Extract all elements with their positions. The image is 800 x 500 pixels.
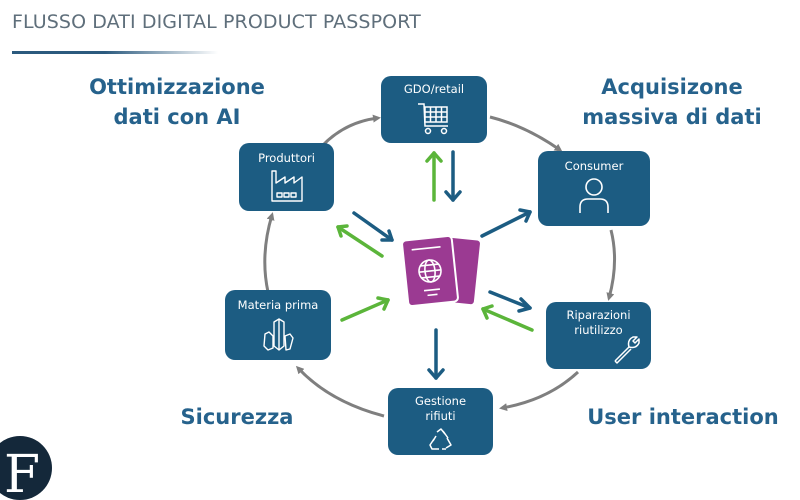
title-underline [12, 51, 218, 54]
logo-icon: F [0, 436, 52, 500]
arrow-in-materia [340, 296, 390, 322]
node-consumer: Consumer [538, 151, 650, 226]
cycle-arrow-riparazioni-to-gestione [499, 370, 580, 412]
cycle-arrow-materia-to-produttori [263, 212, 275, 293]
label-optimization-ai: Ottimizzazione dati con AI [72, 72, 282, 132]
cycle-arrow-produttori-to-gdo [320, 114, 381, 148]
arrow-out-riparazioni [488, 290, 532, 313]
label-mass-acquisition: Acquisizone massiva di dati [562, 72, 782, 132]
arrow-out-consumer [480, 208, 532, 238]
node-label: Riparazioni [566, 308, 631, 322]
user-icon [579, 178, 609, 213]
label-line: massiva di dati [582, 105, 762, 129]
svg-text:F: F [4, 445, 40, 500]
arrow-in-produttori [336, 224, 384, 258]
recycle-icon [428, 428, 452, 450]
node-label: riutilizzo [574, 323, 623, 337]
node-label: Materia prima [237, 298, 319, 312]
label-user-interaction: User interaction [587, 405, 779, 429]
cycle-arrow-gdo-to-consumer [489, 115, 563, 152]
node-label: Produttori [258, 151, 315, 165]
factory-icon [270, 170, 303, 202]
cycle-arrow-gestione-to-materia [295, 365, 385, 418]
node-label: Consumer [564, 159, 624, 173]
arrow-in-gdo [425, 151, 443, 202]
node-materia-prima: Materia prima [225, 290, 331, 360]
label-line: Ottimizzazione [89, 75, 265, 99]
arrow-in-riparazioni [481, 304, 534, 332]
cycle-arrow-consumer-to-riparazioni [606, 229, 617, 301]
shopping-cart-icon [418, 103, 448, 135]
arrow-out-gdo [444, 150, 462, 202]
label-security: Sicurezza [180, 405, 294, 429]
node-riparazioni-riutilizzo: Riparazioni riutilizzo [546, 302, 651, 369]
label-line: Acquisizone [601, 75, 743, 99]
node-gestione-rifiuti: Gestione rifiuti [388, 388, 493, 455]
node-produttori: Produttori [239, 143, 334, 211]
crystal-icon [263, 318, 294, 351]
arrow-out-gestione [427, 328, 445, 380]
page-title: FLUSSO DATI DIGITAL PRODUCT PASSPORT [12, 11, 421, 33]
node-label: rifiuti [425, 409, 456, 423]
wrench-icon [614, 336, 640, 364]
node-label: GDO/retail [403, 82, 465, 96]
arrow-out-produttori [352, 211, 394, 242]
label-line: dati con AI [113, 105, 241, 129]
node-label: Gestione [414, 394, 467, 408]
node-gdo-retail: GDO/retail [381, 76, 487, 143]
